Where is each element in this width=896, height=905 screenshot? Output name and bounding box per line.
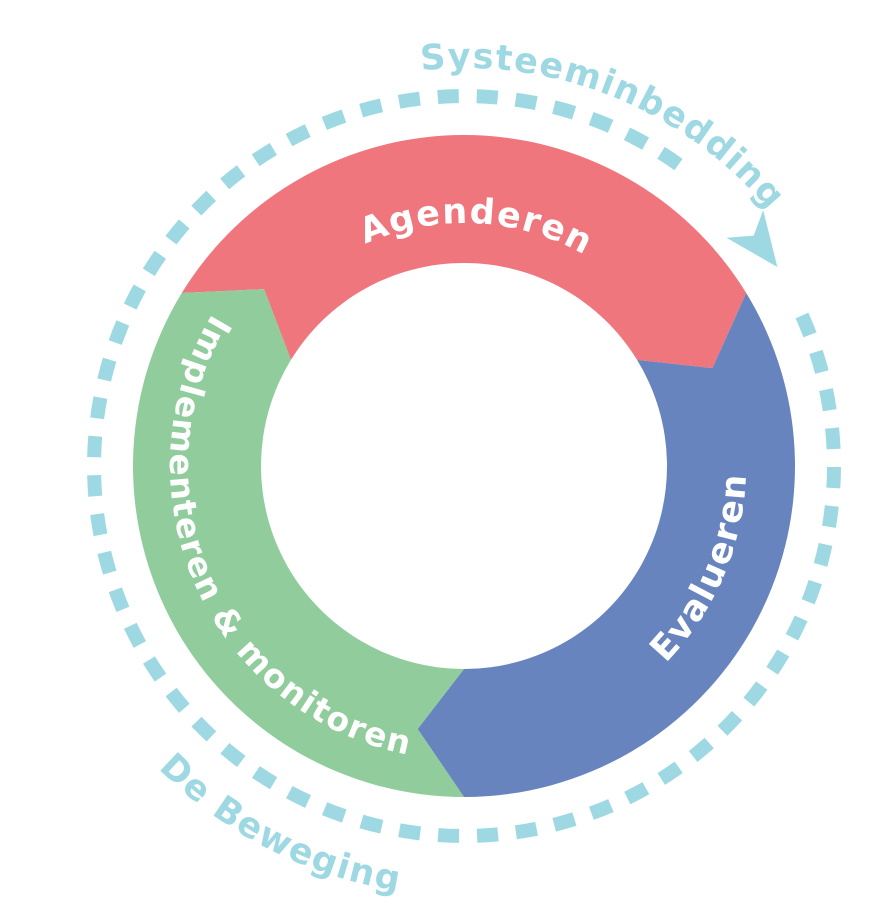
segment-evalueren xyxy=(417,293,795,797)
flow-direction-arrow-icon xyxy=(726,210,778,268)
segment-agenderen xyxy=(181,135,747,369)
segment-implementeren-monitoren xyxy=(133,289,465,797)
dashed-ring xyxy=(87,89,841,843)
